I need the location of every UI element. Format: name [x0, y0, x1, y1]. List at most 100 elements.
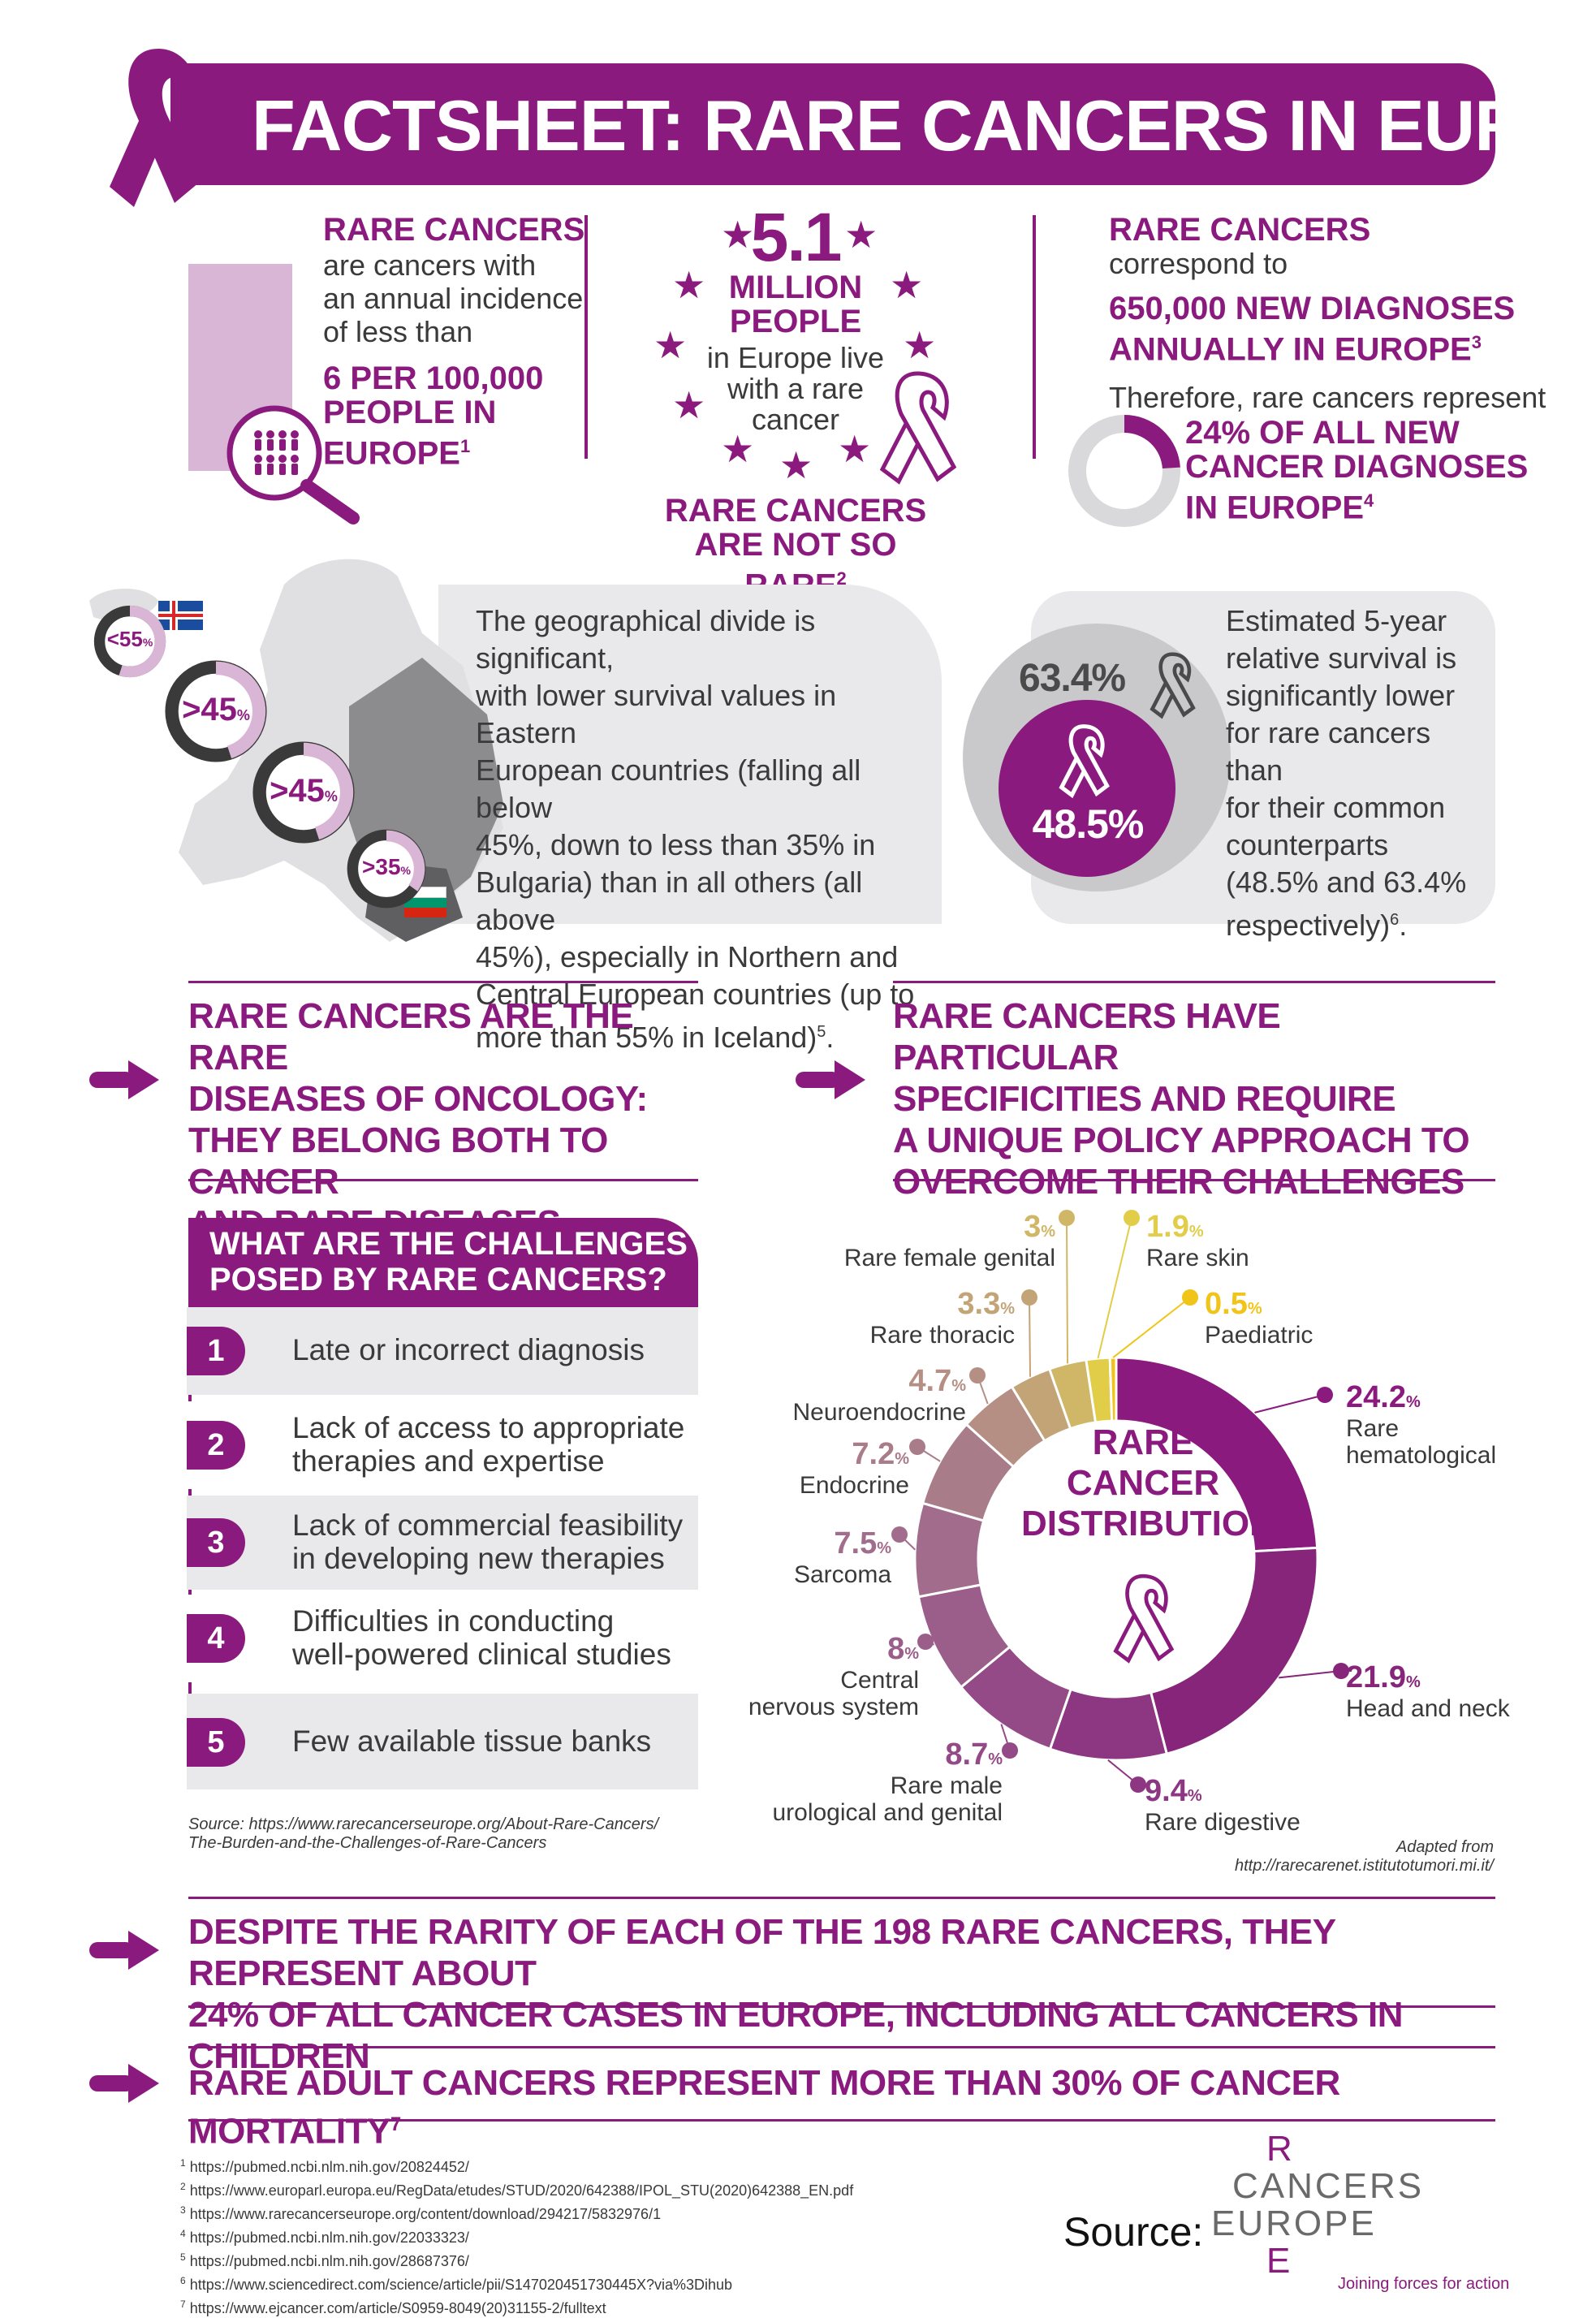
- ribbon-outline-icon: [1113, 1573, 1175, 1664]
- people-line: cancer: [751, 403, 840, 436]
- slice-name: urological and genital: [772, 1799, 1003, 1826]
- fact-right-highlight: 650,000 NEW DIAGNOSES: [1109, 291, 1516, 326]
- leader-dot: [1002, 1742, 1018, 1759]
- share-line: CANCER DIAGNOSES: [1185, 449, 1529, 485]
- ring-chart: [165, 660, 267, 762]
- survival-circle-rare: [999, 700, 1175, 877]
- ribbon-outline-icon: [1059, 724, 1110, 799]
- survival-line: for rare cancers than: [1226, 716, 1431, 787]
- slice-value: 8.7%: [945, 1737, 1003, 1772]
- statement-line: SPECIFICITIES AND REQUIRE: [893, 1079, 1396, 1119]
- footnote[interactable]: 1 https://pubmed.ncbi.nlm.nih.gov/208244…: [180, 2157, 469, 2175]
- leader-dot: [1130, 1776, 1146, 1793]
- ring-chart: [93, 605, 166, 678]
- geo-text: The geographical divide is significant, …: [476, 602, 930, 1056]
- slice-name: Neuroendocrine: [792, 1399, 966, 1426]
- statement-left: RARE CANCERS ARE THE RARE DISEASES OF ON…: [188, 995, 708, 1244]
- survival-line: counterparts: [1226, 828, 1389, 861]
- ribbon-icon: [110, 49, 199, 207]
- footnote[interactable]: 2 https://www.europarl.europa.eu/RegData…: [180, 2181, 854, 2199]
- logo-r: R: [1266, 2129, 1292, 2169]
- ribbon-outline-icon: [879, 371, 957, 485]
- fact-left-line: are cancers with: [323, 248, 537, 282]
- star-icon: ★: [903, 324, 937, 366]
- statement-line: DISEASES OF ONCOLOGY:: [188, 1079, 648, 1119]
- leader-line: [1254, 1394, 1326, 1414]
- challenge-item: 5 Few available tissue banks: [187, 1694, 698, 1789]
- fact-right-highlight: ANNUALLY IN EUROPE3: [1109, 331, 1482, 368]
- footnote[interactable]: 5 https://pubmed.ncbi.nlm.nih.gov/286873…: [180, 2251, 469, 2269]
- survival-line: (48.5% and 63.4%: [1226, 865, 1467, 899]
- distribution-chart: [891, 1210, 1349, 1793]
- source-label: Source:: [1063, 2209, 1204, 2255]
- people-line: with a rare: [727, 372, 865, 405]
- slice-name: Paediatric: [1205, 1322, 1313, 1349]
- challenges-header: [188, 1218, 698, 1307]
- people-unit: MILLION: [728, 270, 863, 305]
- share-line: 24% OF ALL NEW: [1185, 415, 1460, 451]
- slice-label: 0.5%Paediatric: [1205, 1287, 1497, 1349]
- slice-value: 7.2%: [852, 1437, 909, 1471]
- share-text: 24% OF ALL NEW CANCER DIAGNOSES IN EUROP…: [1185, 416, 1575, 524]
- slice-name: Rare female genital: [843, 1245, 1055, 1271]
- challenge-number: 4: [187, 1614, 245, 1663]
- statement-line: 24% OF ALL CANCER CASES IN EUROPE, INCLU…: [188, 1995, 1403, 2076]
- slice-label: 1.9%Rare skin: [1146, 1210, 1439, 1271]
- geo-line: European countries (falling all below: [476, 753, 861, 824]
- leader-dot: [1124, 1210, 1140, 1226]
- slice-name: Endocrine: [799, 1472, 909, 1499]
- slice-name: Central: [840, 1667, 919, 1694]
- chart-title-line: DISTRIBUTION: [1021, 1504, 1275, 1543]
- slice-value: 9.4%: [1145, 1774, 1202, 1808]
- star-icon: ★: [653, 324, 688, 366]
- slice-label: 9.4%Rare digestive: [1145, 1774, 1437, 1836]
- magnifier-people-icon: [226, 405, 360, 524]
- chart-title-line: CANCER: [1066, 1463, 1220, 1503]
- star-icon: ★: [721, 428, 755, 470]
- fact-right-line: correspond to: [1109, 247, 1288, 280]
- survival-line: for their common: [1226, 791, 1446, 824]
- ring-label: <55%: [106, 627, 153, 651]
- slice-label: 3%Rare female genital: [763, 1210, 1055, 1271]
- arrow-right-icon: [89, 1060, 159, 1099]
- share-line: IN EUROPE4: [1185, 490, 1374, 526]
- slice-name: Rare male: [890, 1772, 1003, 1799]
- statement-line: OVERCOME THEIR CHALLENGES: [893, 1162, 1464, 1202]
- not-so-rare-line: RARE CANCERS: [664, 493, 927, 529]
- fact-left-highlight: 6 PER 100,000: [323, 360, 544, 396]
- star-icon: ★: [838, 428, 872, 470]
- ring-chart: [347, 829, 426, 909]
- challenges-title: WHAT ARE THE CHALLENGES POSED BY RARE CA…: [209, 1226, 697, 1297]
- leader-line: [1097, 1217, 1132, 1359]
- slice-label: 21.9%Head and neck: [1346, 1660, 1596, 1722]
- slice-label: 7.2%Endocrine: [617, 1437, 909, 1499]
- challenge-text: Few available tissue banks: [292, 1724, 652, 1758]
- footnote[interactable]: 3 https://www.rarecancerseurope.org/cont…: [180, 2204, 662, 2222]
- slice-value: 7.5%: [834, 1526, 891, 1560]
- slice-value: 24.2%: [1346, 1380, 1421, 1414]
- iceland-flag-icon: [158, 601, 203, 630]
- slice-name: Rare: [1346, 1415, 1400, 1442]
- leader-dot: [969, 1367, 986, 1383]
- bottom-statement-2: RARE ADULT CANCERS REPRESENT MORE THAN 3…: [188, 2063, 1340, 2152]
- people-line: in Europe live: [706, 341, 885, 374]
- slice-name: Head and neck: [1346, 1695, 1510, 1722]
- footnote[interactable]: 4 https://pubmed.ncbi.nlm.nih.gov/220333…: [180, 2228, 469, 2246]
- slice-name: Rare skin: [1146, 1245, 1249, 1271]
- footnotes: 1 https://pubmed.ncbi.nlm.nih.gov/208244…: [180, 2153, 1073, 2318]
- common-survival-value: 63.4%: [1019, 657, 1126, 700]
- ribbon-outline-icon: [1150, 652, 1196, 719]
- star-icon: ★: [672, 384, 706, 426]
- chart-center-title: RARE CANCER DISTRIBUTION: [1021, 1422, 1275, 1544]
- challenge-number: 3: [187, 1518, 245, 1567]
- statement-line: RARE CANCERS ARE THE RARE: [188, 996, 634, 1077]
- fact-left-line: of less than: [323, 315, 473, 348]
- statement-rule: [893, 1179, 1495, 1181]
- star-icon: ★: [721, 214, 755, 256]
- slice-name: Sarcoma: [793, 1561, 891, 1588]
- footnote[interactable]: 6 https://www.sciencedirect.com/science/…: [180, 2275, 733, 2293]
- leader-dot: [909, 1439, 925, 1455]
